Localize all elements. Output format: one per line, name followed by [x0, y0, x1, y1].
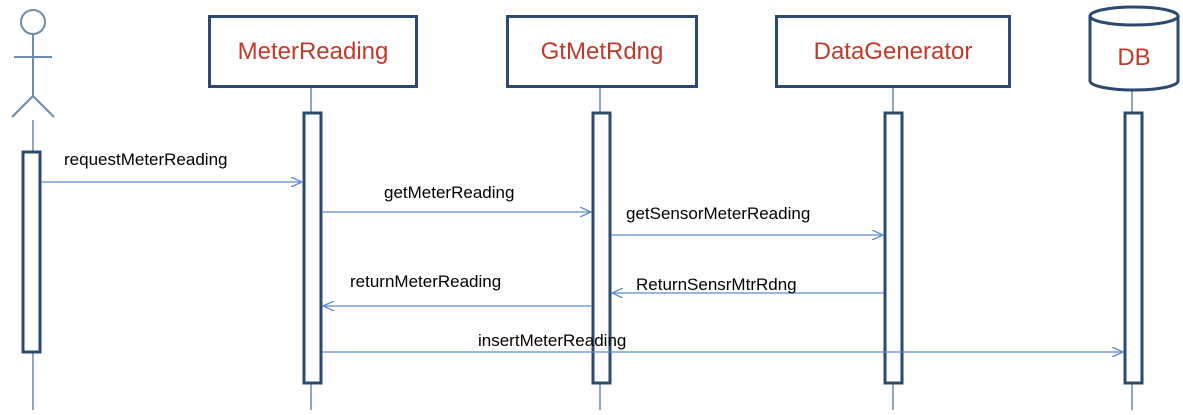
participant-label: DataGenerator [813, 37, 973, 65]
message-label-insert-meter-reading: insertMeterReading [478, 331, 627, 350]
actor-activation-bar [21, 150, 42, 354]
participant-data-generator: DataGenerator [775, 15, 1011, 88]
message-label-return-sensr-mtr-rdng: ReturnSensrMtrRdng [636, 275, 797, 294]
participant-meter-reading: MeterReading [208, 15, 418, 88]
participant-label: DB [1117, 44, 1151, 71]
message-label-request-meter-reading: requestMeterReading [64, 150, 228, 169]
gt-met-rdng-activation-bar [591, 111, 612, 385]
data-generator-activation-bar [883, 111, 904, 385]
actor-icon [11, 9, 55, 118]
participant-label: GtMetRdng [540, 37, 664, 65]
participant-gt-met-rdng: GtMetRdng [506, 15, 698, 88]
message-label-get-sensor-meter-reading: getSensorMeterReading [626, 204, 811, 223]
db-cylinder [1088, 5, 1180, 92]
message-label-return-meter-reading: returnMeterReading [350, 272, 502, 291]
participant-db: DB [1090, 28, 1178, 88]
meter-reading-activation-bar [302, 111, 323, 385]
participant-label: MeterReading [237, 37, 389, 65]
message-label-get-meter-reading: getMeterReading [384, 183, 515, 202]
db-activation-bar [1123, 111, 1144, 385]
